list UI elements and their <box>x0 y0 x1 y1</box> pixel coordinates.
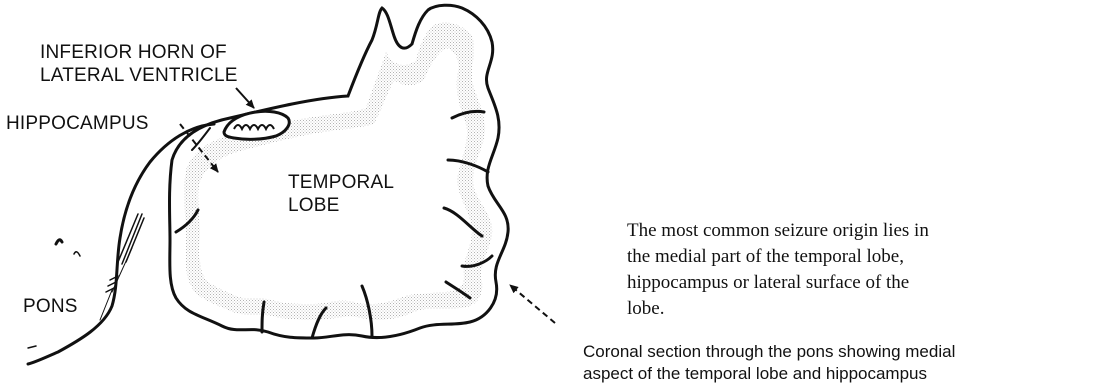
inferior-horn-label-line1: INFERIOR HORN OF <box>40 41 238 64</box>
inferior-horn-label-line2: LATERAL VENTRICLE <box>40 64 238 87</box>
caption-line: aspect of the temporal lobe and hippocam… <box>583 363 955 385</box>
hippocampus-label: HIPPOCAMPUS <box>6 112 149 135</box>
description-text: The most common seizure origin lies in t… <box>627 218 929 322</box>
temporal-lobe-label-line2: LOBE <box>288 194 394 217</box>
description-line: the medial part of the temporal lobe, <box>627 244 929 270</box>
temporal-lobe-label: TEMPORAL LOBE <box>288 171 394 217</box>
description-line: The most common seizure origin lies in <box>627 218 929 244</box>
figure-caption: Coronal section through the pons showing… <box>583 341 955 385</box>
inferior-horn-label: INFERIOR HORN OF LATERAL VENTRICLE <box>40 41 238 87</box>
horn-arrow <box>236 88 254 108</box>
pons-label: PONS <box>23 295 78 318</box>
caption-line: Coronal section through the pons showing… <box>583 341 955 363</box>
description-line: hippocampus or lateral surface of the <box>627 270 929 296</box>
inferior-horn <box>224 111 289 139</box>
description-line: lobe. <box>627 296 929 322</box>
lateral-surface-arrow <box>510 285 555 323</box>
temporal-lobe-label-line1: TEMPORAL <box>288 171 394 194</box>
